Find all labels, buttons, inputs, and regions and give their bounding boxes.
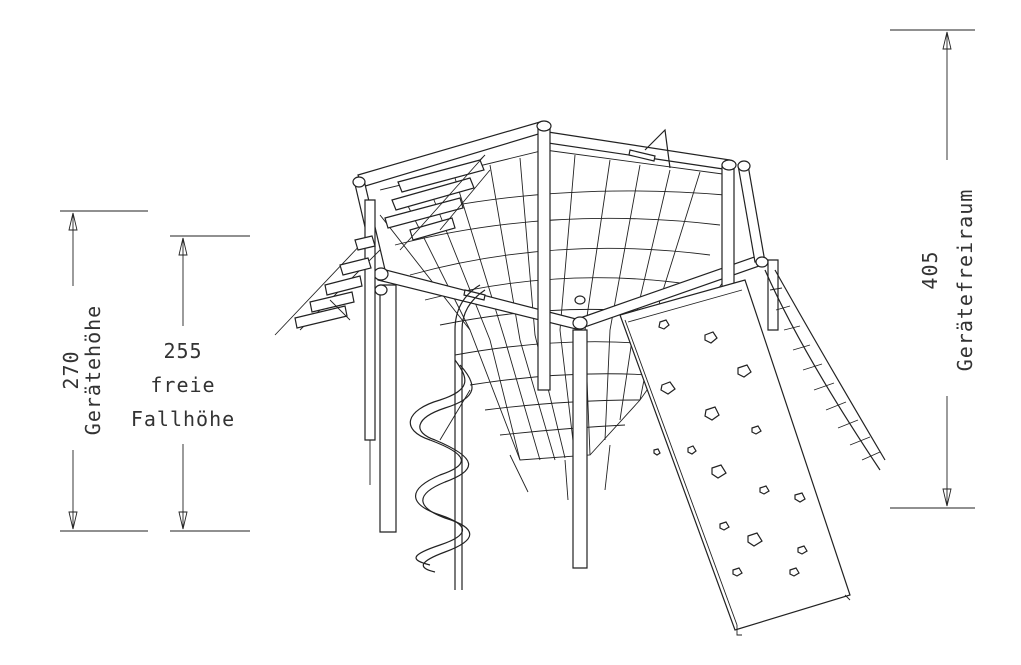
rope-bridge [764, 269, 886, 471]
fallhoehe-value: 255 [163, 339, 202, 363]
geraetehoehe-value: 270 [59, 350, 83, 389]
handles [463, 128, 671, 301]
dimension-freiraum: 405 Gerätefreiraum [890, 29, 977, 509]
ladder-left [274, 154, 491, 336]
spiral-slide [409, 359, 473, 573]
dimension-fallhoehe: 255 freie Fallhöhe [131, 235, 250, 532]
posts [352, 120, 779, 569]
fallhoehe-label-line2: Fallhöhe [131, 407, 235, 431]
fallhoehe-label-line1: freie [150, 373, 215, 397]
climbing-wall [619, 279, 851, 636]
geraetehoehe-label: Gerätehöhe [81, 305, 105, 435]
freiraum-value: 405 [918, 250, 942, 289]
firepole [454, 284, 486, 590]
freiraum-label: Gerätefreiraum [953, 189, 977, 372]
dimension-annotations: 270 Gerätehöhe 255 freie Fallhöhe 405 Ge… [59, 29, 977, 532]
dimension-geraetehoehe: 270 Gerätehöhe [59, 210, 148, 532]
climbing-frame [274, 120, 886, 636]
